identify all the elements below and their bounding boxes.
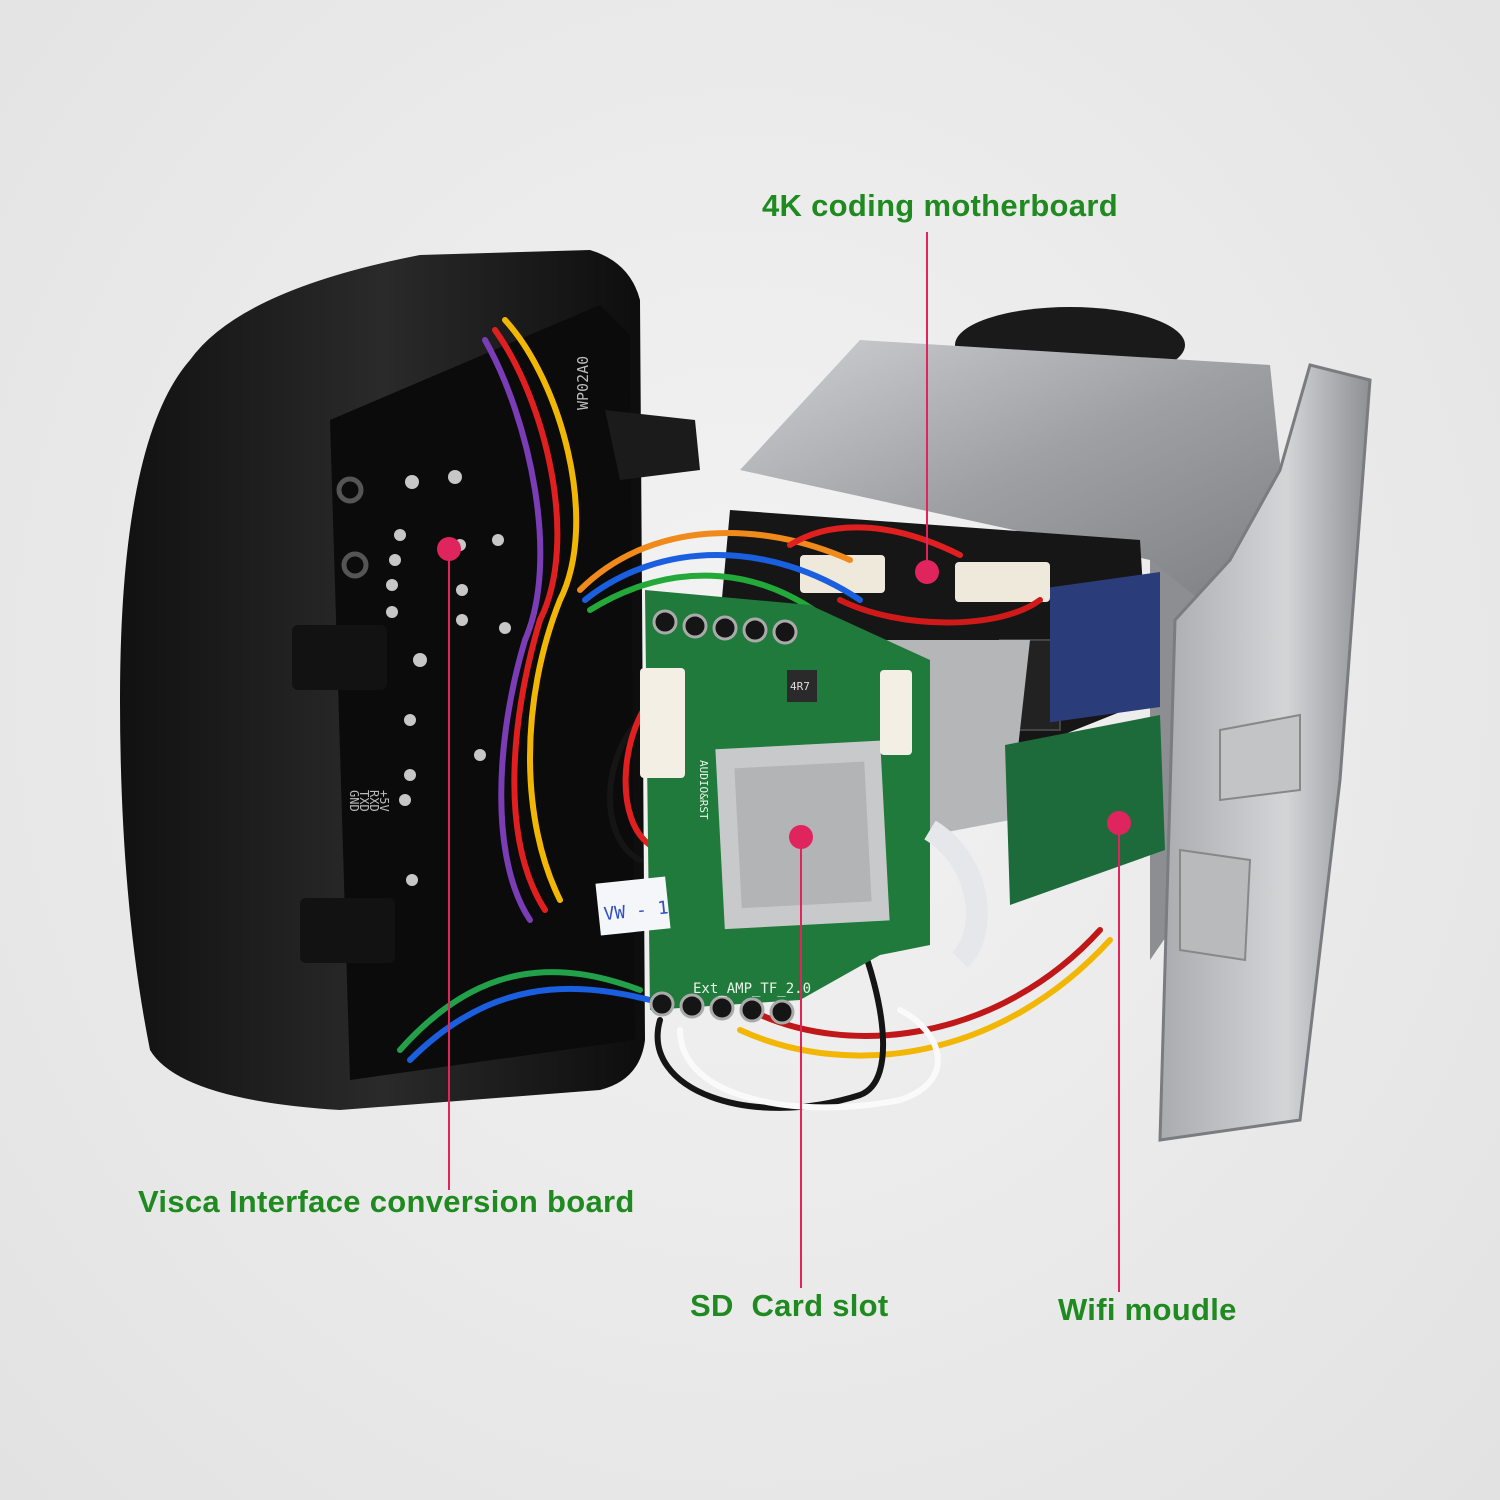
ribbon-cable-tag xyxy=(595,876,671,936)
svg-text:GND: GND xyxy=(347,790,361,812)
mount-holes xyxy=(336,476,369,579)
marker-visca xyxy=(437,537,461,561)
audio-reset-marking: AUDIO&RST xyxy=(697,760,710,820)
bracket-tab xyxy=(1219,713,1301,802)
housing-clip-upper xyxy=(292,625,387,690)
wifi-module-chip-area xyxy=(1050,571,1160,723)
label-visca-board: Visca Interface conversion board xyxy=(138,1184,635,1219)
bracket-tab-lower xyxy=(1179,848,1252,962)
label-4k-motherboard: 4K coding motherboard xyxy=(762,188,1118,223)
sd-board-id: Ext_AMP_TF_2.0 xyxy=(693,981,811,997)
housing-tab xyxy=(605,410,700,480)
leader-visca xyxy=(448,548,450,1190)
svg-text:+5V: +5V xyxy=(377,790,391,812)
housing-clip-lower xyxy=(300,898,395,963)
marker-sd xyxy=(789,825,813,849)
ribbon-cable xyxy=(923,820,988,968)
marker-wifi xyxy=(1107,811,1131,835)
white-connector-1 xyxy=(800,555,885,593)
wifi-module-pcb xyxy=(1005,715,1165,905)
visca-board-id: WP02A0 xyxy=(574,356,592,410)
header-pins-bottom xyxy=(649,991,795,1025)
sd-board-connector-2 xyxy=(880,670,912,755)
header-pins-top xyxy=(652,609,798,645)
leader-motherboard xyxy=(926,232,928,572)
svg-text:TXD: TXD xyxy=(357,790,371,812)
leader-sd xyxy=(800,836,802,1288)
label-wifi-module: Wifi moudle xyxy=(1058,1292,1237,1327)
marker-motherboard xyxy=(915,560,939,584)
visca-pin-labels: GND TXD RXD +5V xyxy=(347,790,391,812)
sd-board-connector xyxy=(640,668,685,778)
visca-board xyxy=(330,305,635,1080)
inductor xyxy=(787,670,817,702)
inductor-marking: 4R7 xyxy=(790,680,810,693)
label-sd-card-slot: SD Card slot xyxy=(690,1288,889,1323)
leader-wifi xyxy=(1118,822,1120,1292)
svg-text:RXD: RXD xyxy=(367,790,381,812)
metal-housing-top xyxy=(740,340,1290,600)
white-connector-2 xyxy=(955,562,1050,602)
